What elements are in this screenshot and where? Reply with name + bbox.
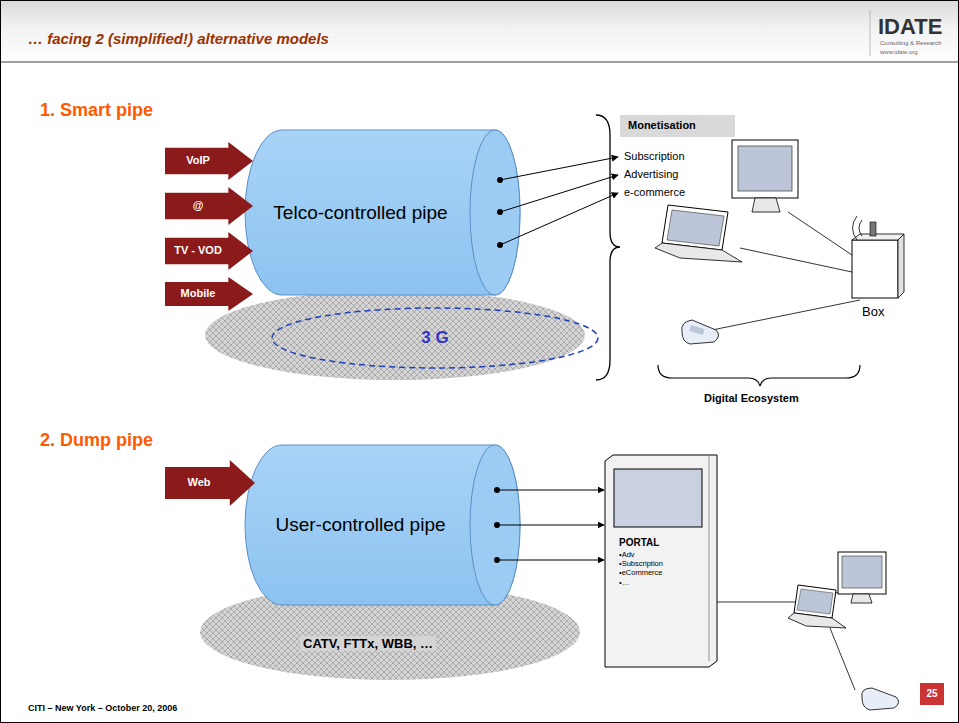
node-label: 3 G <box>421 327 448 348</box>
node-label: Mobile <box>181 287 216 301</box>
input-arrow: @ <box>165 187 253 225</box>
input-arrow: VoIP <box>165 142 253 180</box>
node-label: 25 <box>926 688 937 701</box>
node-label: TV - VOD <box>174 244 222 258</box>
node-label: User-controlled pipe <box>275 513 445 537</box>
revenue-label: e-commerce <box>624 186 685 198</box>
flow-arrow <box>497 490 604 491</box>
page-number: 25 <box>920 683 944 705</box>
network-ellipse: 3 G <box>270 306 600 370</box>
arrow-shape <box>165 187 253 225</box>
input-arrow: Web <box>165 460 255 506</box>
node-bullet: •Adv <box>619 550 635 559</box>
pipe-cylinder: Telco-controlled pipe <box>245 130 520 295</box>
node-label: Monetisation <box>628 119 696 133</box>
footer-text: CITI – New York – October 20, 2006 <box>28 703 177 713</box>
node-bullet: •… <box>619 578 629 587</box>
revenue-label: Advertising <box>624 168 678 180</box>
node-label: Telco-controlled pipe <box>273 201 447 225</box>
group-label: Digital Ecosystem <box>704 392 799 404</box>
access-networks: CATV, FTTx, WBB, … <box>300 636 436 651</box>
portal-server: PORTAL•Adv•Subscription•eCommerce•… <box>605 455 717 667</box>
logo-url: www.idate.org <box>880 49 918 55</box>
input-arrow: Mobile <box>165 277 253 311</box>
logo-tagline: Consulting & Research <box>880 40 941 46</box>
section-heading: 2. Dump pipe <box>40 430 153 451</box>
node-bullet: •Subscription <box>619 559 663 568</box>
pipe-cylinder: User-controlled pipe <box>245 445 520 605</box>
device-label: Box <box>862 304 884 319</box>
section-heading: 1. Smart pipe <box>40 100 153 121</box>
revenue-label: Subscription <box>624 150 685 162</box>
heading-box: Monetisation <box>620 115 735 137</box>
node-label: VoIP <box>186 154 210 168</box>
logo-text: IDATE <box>878 14 942 40</box>
flow-arrow <box>497 525 604 526</box>
flow-arrow <box>497 560 604 561</box>
input-arrow: TV - VOD <box>165 232 253 270</box>
node-bullet: •eCommerce <box>619 568 662 577</box>
node-label: PORTAL <box>619 537 659 550</box>
slide-title: … facing 2 (simplified!) alternative mod… <box>28 30 329 47</box>
node-label: Web <box>187 476 210 490</box>
node-label: @ <box>193 199 204 213</box>
